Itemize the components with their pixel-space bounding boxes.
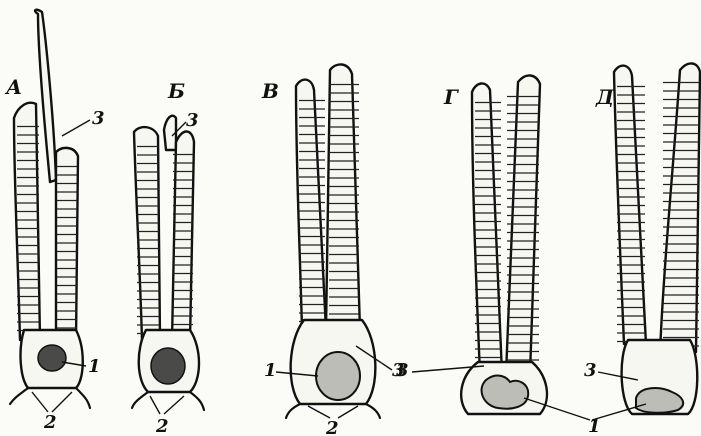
- panel-d-right-segment: [660, 63, 700, 352]
- panel-b-leader-2: [150, 396, 184, 414]
- panel-d-left-segment: [614, 66, 646, 344]
- panel-a-label: А: [4, 75, 22, 99]
- panel-v: В 1 3 2: [261, 64, 405, 436]
- panel-b-label-2: 2: [155, 416, 169, 436]
- panel-a-leader-2: [32, 392, 72, 412]
- panel-d: Д 3: [584, 63, 700, 420]
- panel-d-label: Д: [595, 85, 615, 109]
- panel-g-left-segment: [472, 83, 502, 374]
- panel-a-nucleus: [38, 345, 66, 371]
- panel-b-nucleus: [151, 348, 185, 384]
- panel-v-nucleus: [316, 352, 360, 400]
- panel-a: А 3 1 2: [4, 10, 105, 433]
- panel-b-label-3: 3: [186, 110, 199, 131]
- panel-d-label-3: 3: [584, 360, 597, 381]
- panel-b-feet: [132, 392, 204, 410]
- panel-v-right-segment: [326, 64, 360, 330]
- panel-g-label: Г: [443, 85, 459, 109]
- panel-a-leader-3: [62, 120, 90, 136]
- panel-a-flagellum: [35, 10, 56, 182]
- panel-b: Б 3 2: [132, 79, 204, 436]
- panel-a-feet: [10, 388, 90, 408]
- panel-b-label: Б: [167, 79, 185, 103]
- panel-v-feet: [286, 404, 380, 418]
- panel-v-leader-2: [308, 406, 358, 418]
- panel-a-label-2: 2: [43, 412, 57, 433]
- panel-g-right-segment: [506, 75, 540, 374]
- panel-g: Г 3 1: [396, 75, 601, 436]
- panel-v-label-1: 1: [264, 360, 277, 381]
- panel-a-right-bands: [57, 167, 77, 337]
- panel-a-label-1: 1: [88, 356, 101, 377]
- panel-a-label-3: 3: [92, 108, 105, 129]
- panel-v-label-2: 2: [325, 418, 339, 436]
- panel-g-label-3: 3: [396, 360, 409, 381]
- panel-v-label: В: [261, 79, 279, 103]
